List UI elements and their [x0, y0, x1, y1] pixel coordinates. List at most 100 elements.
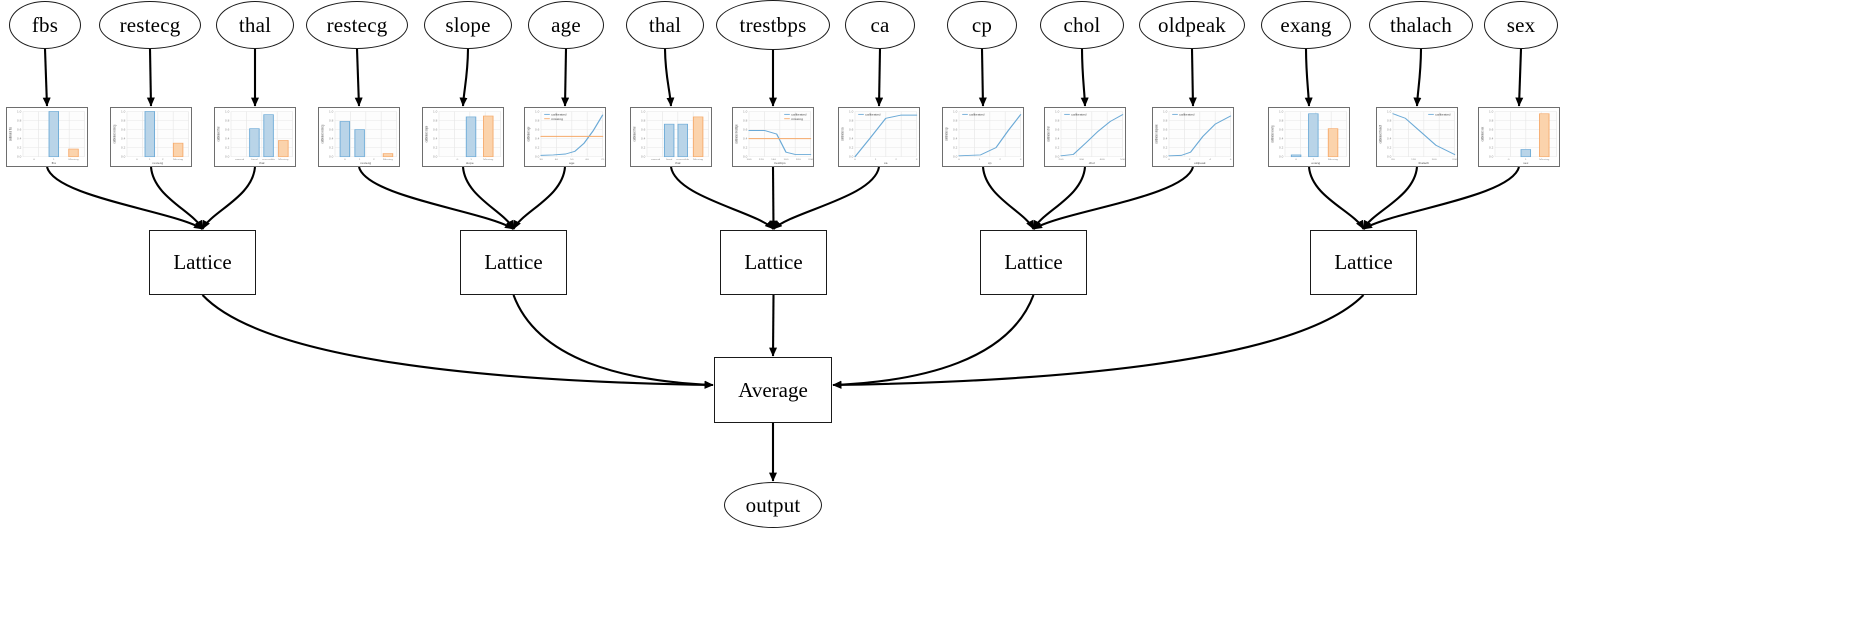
svg-text:0.4: 0.4 [17, 137, 22, 140]
svg-text:2: 2 [373, 157, 375, 160]
lattice-node-2[interactable]: Lattice [720, 230, 827, 295]
output-node[interactable]: output [724, 482, 822, 528]
svg-text:thal: thal [675, 161, 681, 164]
svg-text:1.0: 1.0 [329, 110, 334, 113]
average-node[interactable]: Average [714, 357, 832, 423]
edge-exang_0-to-plot_exang [1304, 48, 1313, 107]
svg-text:6: 6 [1230, 157, 1232, 160]
edge-ca_0-to-plot_ca [875, 48, 884, 107]
feature-node-fbs[interactable]: fbs [9, 1, 81, 49]
feature-node-exang[interactable]: exang [1261, 1, 1351, 49]
svg-text:1.0: 1.0 [743, 110, 748, 113]
feature-node-thal[interactable]: thal [216, 1, 294, 49]
svg-text:1.0: 1.0 [1387, 110, 1392, 113]
lattice-node-label: Lattice [1334, 250, 1393, 274]
svg-text:1.0: 1.0 [1489, 110, 1494, 113]
edge-plot_restecg_1-to-lattice_1 [357, 166, 515, 230]
feature-node-thalach[interactable]: thalach [1369, 1, 1473, 49]
svg-text:0.0: 0.0 [17, 155, 22, 158]
svg-text:calibrated cp: calibrated cp [944, 127, 949, 141]
feature-node-ca[interactable]: ca [845, 1, 915, 49]
svg-text:0.0: 0.0 [1387, 155, 1392, 158]
svg-text:calibrated: calibrated [865, 113, 881, 116]
edge-lattice_0-to-average [201, 294, 714, 389]
svg-text:restecg: restecg [152, 161, 163, 164]
feature-node-label: oldpeak [1158, 12, 1226, 37]
svg-text:0.2: 0.2 [329, 146, 334, 149]
svg-text:0.8: 0.8 [329, 119, 334, 122]
svg-text:Missing: Missing [173, 157, 184, 160]
svg-text:1.0: 1.0 [17, 110, 22, 113]
lattice-node-0[interactable]: Lattice [149, 230, 256, 295]
lattice-node-label: Lattice [484, 250, 543, 274]
lattice-node-4[interactable]: Lattice [1310, 230, 1417, 295]
svg-text:0: 0 [33, 157, 35, 160]
svg-text:100: 100 [747, 157, 753, 160]
svg-text:0.4: 0.4 [535, 137, 540, 140]
svg-text:cp: cp [988, 161, 992, 164]
svg-text:1: 1 [1313, 157, 1315, 160]
lattice-node-3[interactable]: Lattice [980, 230, 1087, 295]
feature-node-trestbps[interactable]: trestbps [716, 0, 830, 50]
svg-text:120: 120 [759, 157, 765, 160]
svg-text:Missing: Missing [69, 157, 80, 160]
svg-text:500: 500 [1120, 157, 1125, 160]
feature-node-age[interactable]: age [528, 1, 604, 49]
feature-node-restecg[interactable]: restecg [99, 1, 201, 49]
svg-text:1: 1 [470, 157, 472, 160]
svg-text:1.0: 1.0 [121, 110, 126, 113]
feature-node-sex[interactable]: sex [1484, 1, 1558, 49]
edge-lattice_3-to-average [832, 294, 1035, 389]
svg-text:0.6: 0.6 [225, 128, 230, 131]
svg-text:0.4: 0.4 [1055, 137, 1060, 140]
svg-text:missing: missing [791, 117, 803, 120]
svg-text:4: 4 [1209, 157, 1211, 160]
svg-text:0.6: 0.6 [1489, 128, 1494, 131]
svg-text:0: 0 [958, 157, 960, 160]
svg-text:0: 0 [457, 157, 459, 160]
svg-text:0.8: 0.8 [433, 119, 438, 122]
lattice-node-1[interactable]: Lattice [460, 230, 567, 295]
feature-node-cp[interactable]: cp [947, 1, 1017, 49]
svg-text:0.4: 0.4 [433, 137, 438, 140]
svg-text:30: 30 [539, 157, 543, 160]
svg-text:0.8: 0.8 [641, 119, 646, 122]
svg-text:0.2: 0.2 [225, 146, 230, 149]
svg-text:0.0: 0.0 [225, 155, 230, 158]
average-node-label: Average [738, 377, 808, 402]
svg-text:0.6: 0.6 [1163, 128, 1168, 131]
svg-text:calibrated: calibrated [969, 113, 985, 116]
svg-text:calibrated thal: calibrated thal [216, 126, 221, 141]
lattice-node-label: Lattice [1004, 250, 1063, 274]
edge-oldpeak_0-to-plot_oldpeak [1188, 48, 1197, 107]
feature-node-slope[interactable]: slope [424, 1, 512, 49]
feature-node-oldpeak[interactable]: oldpeak [1139, 1, 1245, 49]
feature-node-thal[interactable]: thal [626, 1, 704, 49]
edge-plot_fbs-to-lattice_0 [45, 166, 204, 230]
svg-text:0.4: 0.4 [329, 137, 334, 140]
svg-text:0.8: 0.8 [1387, 119, 1392, 122]
svg-text:Missing: Missing [1328, 157, 1339, 160]
svg-text:0.8: 0.8 [535, 119, 540, 122]
feature-node-chol[interactable]: chol [1040, 1, 1124, 49]
svg-text:calibrated ca: calibrated ca [840, 127, 845, 141]
feature-node-restecg[interactable]: restecg [306, 1, 408, 49]
svg-text:0.0: 0.0 [1489, 155, 1494, 158]
